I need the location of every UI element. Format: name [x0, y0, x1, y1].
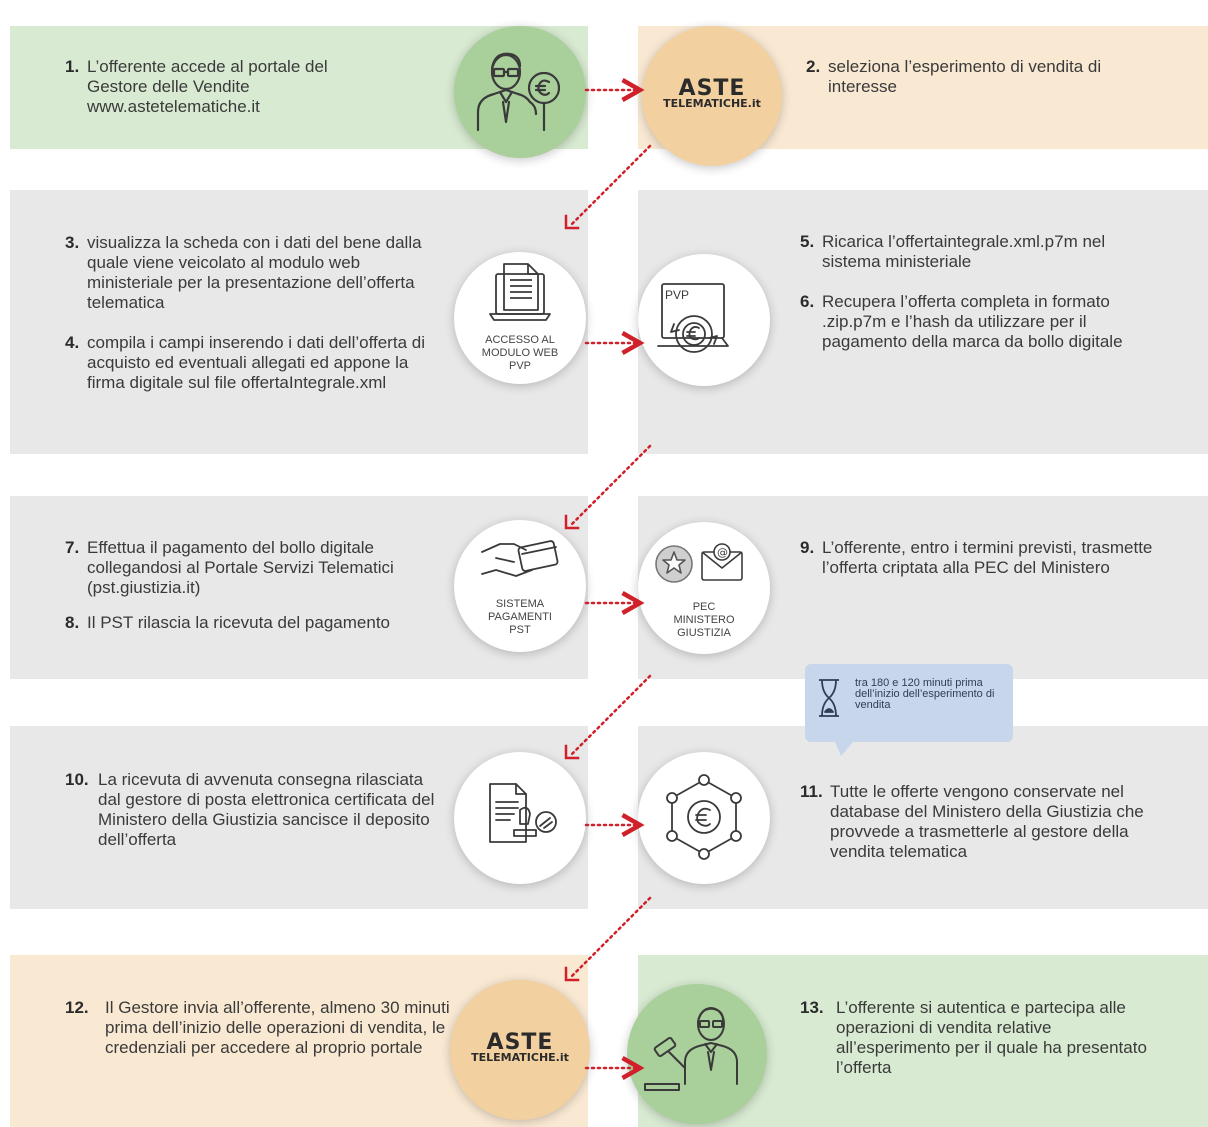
step-number: 9. [800, 538, 815, 557]
svg-text:@: @ [717, 546, 728, 559]
person-euro-icon [476, 52, 561, 132]
step-7: 7. Effettua il pagamento del bollo digit… [65, 538, 435, 598]
arrow-9-10 [570, 674, 652, 756]
step-text: Tutte le offerte vengono conservate nel … [830, 782, 1144, 861]
step-12: 12. Il Gestore invia all’offerente, alme… [65, 998, 455, 1058]
step-number: 4. [65, 333, 80, 352]
step-text: Il Gestore invia all’offerente, almeno 3… [105, 998, 450, 1057]
emblem-mail-icon: @ [655, 543, 743, 583]
logo-line1: ASTE [678, 76, 746, 101]
step-text: L’offerente accede al portale del Gestor… [87, 57, 328, 116]
logo-line1: ASTE [486, 1030, 554, 1055]
step-text: L’offerente, entro i termini previsti, t… [822, 538, 1153, 577]
step-number: 2. [806, 57, 821, 76]
pvp-euro-cycle-icon [657, 283, 729, 353]
pst-circle: SISTEMA PAGAMENTI PST [454, 520, 586, 652]
step-text: Ricarica l’offertaintegrale.xml.p7m nel … [822, 232, 1106, 271]
hourglass-icon [819, 679, 839, 717]
step-number: 3. [65, 233, 80, 252]
pst-label: SISTEMA PAGAMENTI PST [488, 598, 552, 636]
arrow-2-3 [570, 144, 652, 226]
gavel-person-icon [644, 1007, 738, 1091]
pec-label: PEC MINISTERO GIUSTIZIA [673, 601, 735, 639]
step-number: 10. [65, 770, 89, 789]
person-euro-circle [454, 26, 586, 158]
euro-network-icon [666, 774, 742, 860]
arrow-head-10 [564, 744, 580, 760]
step-number: 5. [800, 232, 815, 251]
pvp-access-circle: ACCESSO AL MODULO WEB PVP [454, 252, 586, 384]
step-text: L’offerente si autentica e partecipa all… [836, 998, 1147, 1077]
step-text: Effettua il pagamento del bollo digitale… [87, 538, 394, 597]
step-text: La ricevuta di avvenuta consegna rilasci… [98, 770, 435, 849]
arrow-head-7 [564, 514, 580, 530]
document-stamp-circle [454, 752, 586, 884]
step-number: 13. [800, 998, 824, 1017]
logo-line2: TELEMATICHE.it [471, 1051, 569, 1064]
step-text: Recupera l’offerta completa in formato .… [822, 292, 1123, 351]
gavel-person-circle [627, 984, 767, 1124]
pvp-circle: PVP [638, 254, 770, 386]
step-1: 1. L’offerente accede al portale del Ges… [65, 57, 385, 117]
step-3: 3. visualizza la scheda con i dati del b… [65, 233, 430, 313]
step-11: 11. Tutte le offerte vengono conservate … [800, 782, 1180, 862]
step-13: 13. L’offerente si autentica e partecipa… [800, 998, 1170, 1078]
step-9: 9. L’offerente, entro i termini previsti… [800, 538, 1160, 578]
document-laptop-icon [489, 263, 551, 321]
step-10: 10. La ricevuta di avvenuta consegna ril… [65, 770, 435, 850]
arrow-head-3 [564, 214, 580, 230]
timing-note-bubble: tra 180 e 120 minuti prima dell’inizio d… [805, 664, 1013, 756]
timing-note-text: tra 180 e 120 minuti prima dell’inizio d… [855, 677, 995, 711]
step-number: 7. [65, 538, 80, 557]
logo-astetelematiche-bottom: ASTE TELEMATICHE.it [460, 1030, 580, 1064]
document-stamp-icon [489, 783, 557, 843]
arrow-11-12 [570, 896, 652, 978]
step-text: compila i campi inserendo i dati dell’of… [87, 333, 425, 392]
step-number: 1. [65, 57, 80, 76]
arrow-6-7 [570, 444, 652, 526]
step-8: 8. Il PST rilascia la ricevuta del pagam… [65, 613, 445, 633]
euro-network-circle [638, 752, 770, 884]
step-text: seleziona l’esperimento di vendita di in… [828, 57, 1102, 96]
logo-line2: TELEMATICHE.it [663, 97, 761, 110]
pvp-access-label: ACCESSO AL MODULO WEB PVP [481, 334, 559, 372]
step-text: Il PST rilascia la ricevuta del pagament… [87, 613, 391, 632]
arrow-head-12 [564, 966, 580, 982]
hand-card-icon [481, 540, 559, 577]
step-number: 8. [65, 613, 80, 632]
logo-astetelematiche: ASTE TELEMATICHE.it [652, 76, 772, 110]
step-number: 12. [65, 998, 89, 1017]
logo-circle-top: ASTE TELEMATICHE.it [642, 26, 782, 166]
step-4: 4. compila i campi inserendo i dati dell… [65, 333, 430, 393]
step-text: visualizza la scheda con i dati del bene… [87, 233, 422, 312]
pvp-title: PVP [665, 288, 690, 302]
step-number: 6. [800, 292, 815, 311]
step-2: 2. seleziona l’esperimento di vendita di… [806, 57, 1146, 97]
step-6: 6. Recupera l’offerta completa in format… [800, 292, 1160, 352]
step-number: 11. [800, 782, 823, 801]
logo-circle-bottom: ASTE TELEMATICHE.it [450, 980, 590, 1120]
step-5: 5. Ricarica l’offertaintegrale.xml.p7m n… [800, 232, 1160, 272]
pec-circle: @ PEC MINISTERO GIUSTIZIA [638, 522, 770, 654]
